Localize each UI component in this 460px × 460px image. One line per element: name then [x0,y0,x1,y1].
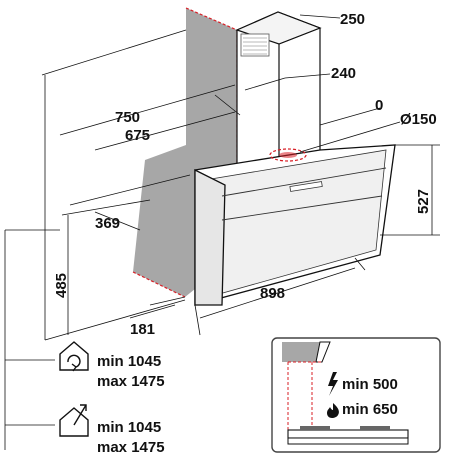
clearance-inset: min 500 min 650 [271,337,441,453]
lightning-icon [328,372,338,396]
dim-hood-width: 750 [115,109,140,126]
dim-chimney-depth: 240 [331,65,356,82]
install-ducted: min 1045 max 1475 [59,404,165,456]
hood-body [194,144,396,306]
install-recirculation: min 1045 max 1475 [59,341,165,390]
flame-icon [327,403,339,418]
ducted-max: max 1475 [97,439,165,456]
clearance-electric: min 500 [342,376,398,393]
dim-outlet-diameter: Ø150 [400,111,437,128]
dim-lower-depth: 369 [95,215,120,232]
dim-bottom-depth: 181 [130,321,155,338]
clearance-gas: min 650 [342,401,398,418]
dim-front-height: 527 [415,189,432,214]
ducted-min: min 1045 [97,419,161,436]
dimension-lines [4,11,440,450]
house-ducted-icon [59,404,89,437]
dimension-labels: 250 240 750 675 0 Ø150 527 369 485 898 1… [53,11,437,338]
dim-bottom-width: 898 [260,285,285,302]
dim-overall-height: 485 [53,273,70,298]
chimney [235,11,322,171]
recirculation-max: max 1475 [97,373,165,390]
dim-hood-inner-width: 675 [125,127,150,144]
house-recirculation-icon [59,341,89,372]
recirculation-min: min 1045 [97,353,161,370]
dim-offset-zero: 0 [375,97,383,114]
dim-chimney-width: 250 [340,11,365,28]
